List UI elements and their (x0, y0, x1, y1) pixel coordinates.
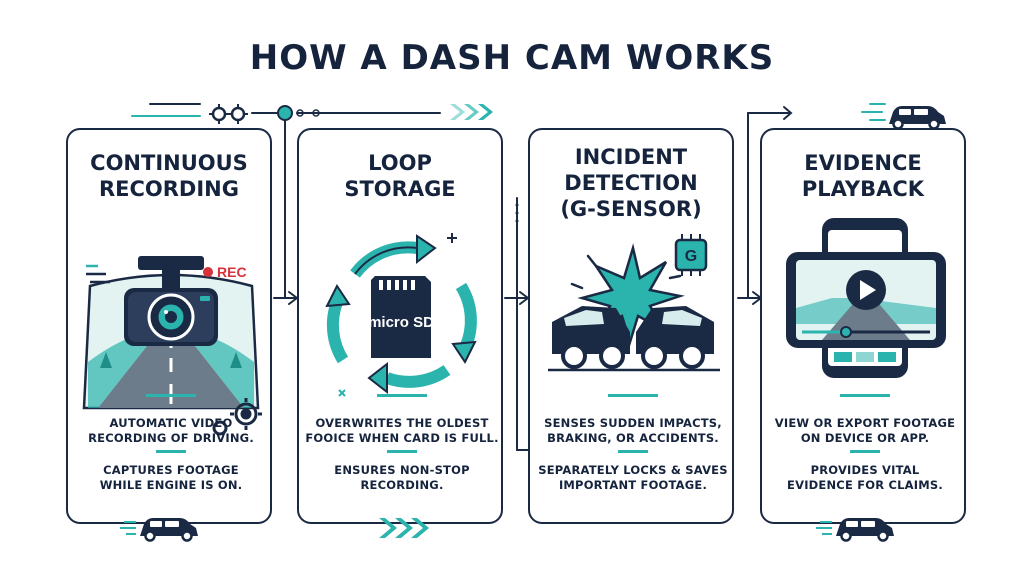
step-detail: ENSURES NON-STOP RECORDING. (334, 463, 470, 492)
step-loop-storage: LOOP STORAGE micro SD OVERWRITE (297, 128, 503, 538)
divider (377, 394, 427, 397)
step-continuous-recording: CONTINUOUS RECORDING REC (66, 128, 272, 542)
divider (387, 450, 417, 453)
divider (156, 450, 186, 453)
car-collision-icon: G (548, 234, 720, 372)
page-title: HOW A DASH CAM WORKS (249, 38, 775, 78)
step-detail: SEPARATELY LOCKS & SAVES IMPORTANT FOOTA… (538, 463, 728, 492)
step-description: OVERWRITES THE OLDEST FOOICE WHEN CARD I… (305, 416, 499, 445)
divider (618, 450, 648, 453)
step-title: EVIDENCE PLAYBACK (801, 151, 925, 201)
phone-playback-icon (786, 218, 946, 378)
step-evidence-playback: EVIDENCE PLAYBACK VIEW OR EXPORT FOOTAGE… (760, 128, 966, 542)
step-detail: CAPTURES FOOTAGE WHILE ENGINE IS ON. (99, 463, 243, 492)
chevrons-icon (379, 518, 429, 538)
car-icon (816, 518, 894, 542)
sd-card-label: micro SD (368, 314, 434, 331)
step-incident-detection: INCIDENT DETECTION (G-SENSOR) G SENSES S… (528, 128, 734, 524)
car-icon (120, 518, 198, 542)
dash-camera-icon: REC (82, 256, 262, 436)
divider (850, 450, 880, 453)
rec-badge: REC (217, 264, 247, 280)
divider (840, 394, 890, 397)
step-title: CONTINUOUS RECORDING (90, 151, 248, 201)
g-sensor-chip-label: G (685, 248, 697, 265)
step-description: SENSES SUDDEN IMPACTS, BRAKING, OR ACCID… (544, 416, 722, 445)
divider (608, 394, 658, 397)
step-title: LOOP STORAGE (344, 151, 456, 201)
step-description: VIEW OR EXPORT FOOTAGE ON DEVICE OR APP. (774, 416, 956, 445)
step-title: INCIDENT DETECTION (G-SENSOR) (560, 145, 702, 221)
step-description: AUTOMATIC VIDEO RECORDING OF DRIVING. (88, 416, 254, 445)
step-detail: PROVIDES VITAL EVIDENCE FOR CLAIMS. (787, 463, 943, 492)
divider (146, 394, 196, 397)
microsd-loop-icon: micro SD (325, 233, 477, 397)
car-icon (889, 106, 946, 130)
chevrons-icon (450, 104, 493, 120)
gear-icon (211, 106, 246, 122)
